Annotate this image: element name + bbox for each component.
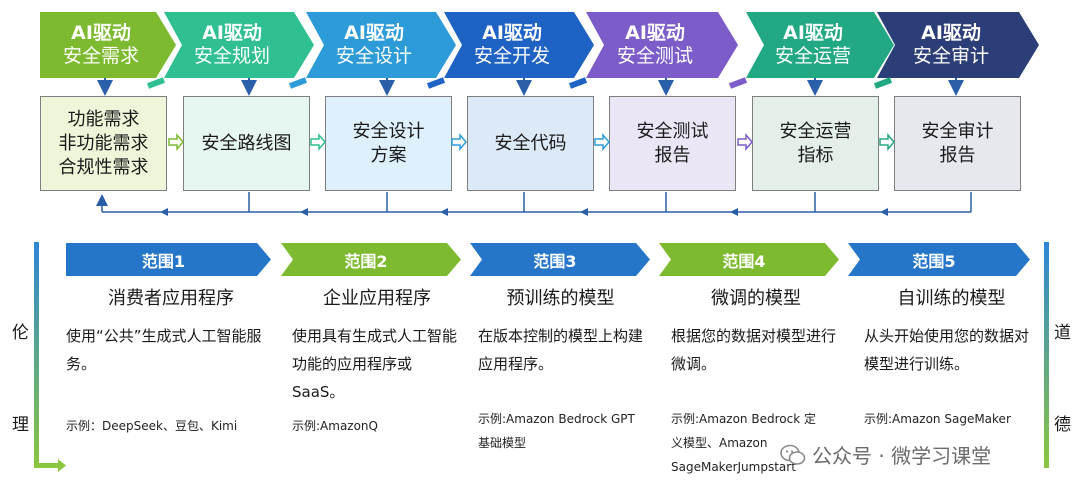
- deliverable-box-6: 安全运营 指标: [752, 96, 879, 191]
- scope-label: 范围2: [344, 251, 388, 271]
- stage-title: AI驱动: [921, 22, 981, 44]
- scope-header-4: 范围4: [659, 243, 839, 276]
- stage-arrow-1: AI驱动安全需求: [40, 12, 176, 78]
- scope-description: 从头开始使用您的数据对模型进行训练。: [864, 327, 1030, 373]
- deliverable-box-7: 安全审计 报告: [894, 96, 1021, 191]
- stage-title: AI驱动: [344, 22, 404, 44]
- stage-arrow-2: AI驱动安全规划: [164, 12, 314, 78]
- deliverable-text: 安全运营 指标: [779, 120, 852, 166]
- side-label-right-bottom: 德: [1054, 415, 1071, 435]
- deliverable-text: 安全代码: [494, 132, 567, 154]
- ethics-bar-right: [1044, 242, 1049, 468]
- scope-description: 使用具有生成式人工智能功能的应用程序或 SaaS。: [292, 327, 458, 401]
- scope-header-5: 范围5: [848, 243, 1030, 276]
- deliverable-text: 安全审计 报告: [921, 120, 994, 166]
- scope-column-3: 预训练的模型在版本控制的模型上构建应用程序。: [478, 284, 643, 378]
- scope-example: 示例:Amazon Bedrock GPT基础模型: [478, 412, 635, 450]
- feedback-loop: [96, 192, 972, 213]
- stage-link-arrows: [146, 77, 893, 89]
- scope-description: 根据您的数据对模型进行微调。: [671, 327, 837, 373]
- side-label-right-top: 道: [1054, 323, 1071, 343]
- scope-label: 范围1: [141, 251, 186, 271]
- stage-arrow-5: AI驱动安全测试: [586, 12, 738, 78]
- stage-subtitle: 安全审计: [912, 45, 989, 67]
- scope-description: 使用“公共”生成式人工智能服务。: [66, 327, 262, 373]
- stage-title: AI驱动: [482, 22, 542, 44]
- scope-example: 示例:Amazon Bedrock 定义模型、Amazon SageMakerJ…: [671, 412, 816, 474]
- scope-column-4: 微调的模型根据您的数据对模型进行微调。: [671, 284, 841, 378]
- ethics-bar-left: [34, 242, 66, 472]
- stage-title: AI驱动: [625, 22, 685, 44]
- scope-title: 预训练的模型: [506, 288, 615, 309]
- scope-label: 范围3: [533, 251, 577, 271]
- stage-to-box-arrows: [97, 78, 964, 96]
- scope-label: 范围4: [722, 251, 766, 271]
- side-label-left-top: 伦: [12, 323, 29, 343]
- scope-label: 范围5: [912, 251, 956, 271]
- scope-column-2: 企业应用程序使用具有生成式人工智能功能的应用程序或 SaaS。: [292, 284, 462, 406]
- stage-subtitle: 安全运营: [774, 45, 851, 67]
- scope-title: 微调的模型: [711, 288, 801, 309]
- deliverable-box-5: 安全测试 报告: [609, 96, 736, 191]
- side-label-left-bottom: 理: [12, 415, 29, 435]
- deliverable-box-2: 安全路线图: [183, 96, 310, 191]
- stage-subtitle: 安全测试: [616, 45, 693, 67]
- watermark: 公众号 · 微学习课堂: [780, 440, 991, 469]
- wechat-icon: [780, 444, 806, 465]
- scope-column-1: 消费者应用程序使用“公共”生成式人工智能服务。: [66, 284, 276, 378]
- deliverable-text: 安全设计 方案: [352, 120, 425, 166]
- scope-description: 在版本控制的模型上构建应用程序。: [478, 327, 644, 373]
- scope-title: 消费者应用程序: [108, 288, 234, 309]
- deliverable-box-3: 安全设计 方案: [325, 96, 452, 191]
- stage-title: AI驱动: [71, 22, 131, 44]
- scope-example: 示例:AmazonQ: [292, 419, 378, 433]
- scope-title: 企业应用程序: [323, 288, 431, 309]
- deliverable-box-1: 功能需求 非功能需求 合规性需求: [40, 96, 167, 191]
- deliverable-box-4: 安全代码: [467, 96, 594, 191]
- scope-title: 自训练的模型: [897, 288, 1006, 309]
- stage-title: AI驱动: [202, 22, 262, 44]
- stage-arrow-3: AI驱动安全设计: [306, 12, 456, 78]
- scope-header-1: 范围1: [66, 243, 271, 276]
- deliverable-text: 功能需求 非功能需求 合规性需求: [58, 108, 149, 178]
- stage-subtitle: 安全规划: [193, 45, 270, 67]
- stage-subtitle: 安全开发: [473, 45, 550, 67]
- scope-column-5: 自训练的模型从头开始使用您的数据对模型进行训练。: [864, 284, 1039, 378]
- stage-arrow-7: AI驱动安全审计: [877, 12, 1039, 78]
- scope-example: 示例:Amazon SageMaker: [864, 412, 1011, 426]
- stage-arrow-4: AI驱动安全开发: [444, 12, 594, 78]
- deliverable-text: 安全路线图: [201, 132, 292, 154]
- scope-header-3: 范围3: [470, 243, 650, 276]
- stage-title: AI驱动: [783, 22, 843, 44]
- scope-header-2: 范围2: [281, 243, 461, 276]
- stage-subtitle: 安全设计: [335, 45, 412, 67]
- stage-arrow-6: AI驱动安全运营: [746, 12, 894, 78]
- scope-example: 示例：DeepSeek、豆包、Kimi: [66, 419, 238, 433]
- stage-subtitle: 安全需求: [62, 45, 139, 67]
- deliverable-text: 安全测试 报告: [636, 120, 709, 166]
- watermark-text: 公众号 · 微学习课堂: [812, 444, 992, 468]
